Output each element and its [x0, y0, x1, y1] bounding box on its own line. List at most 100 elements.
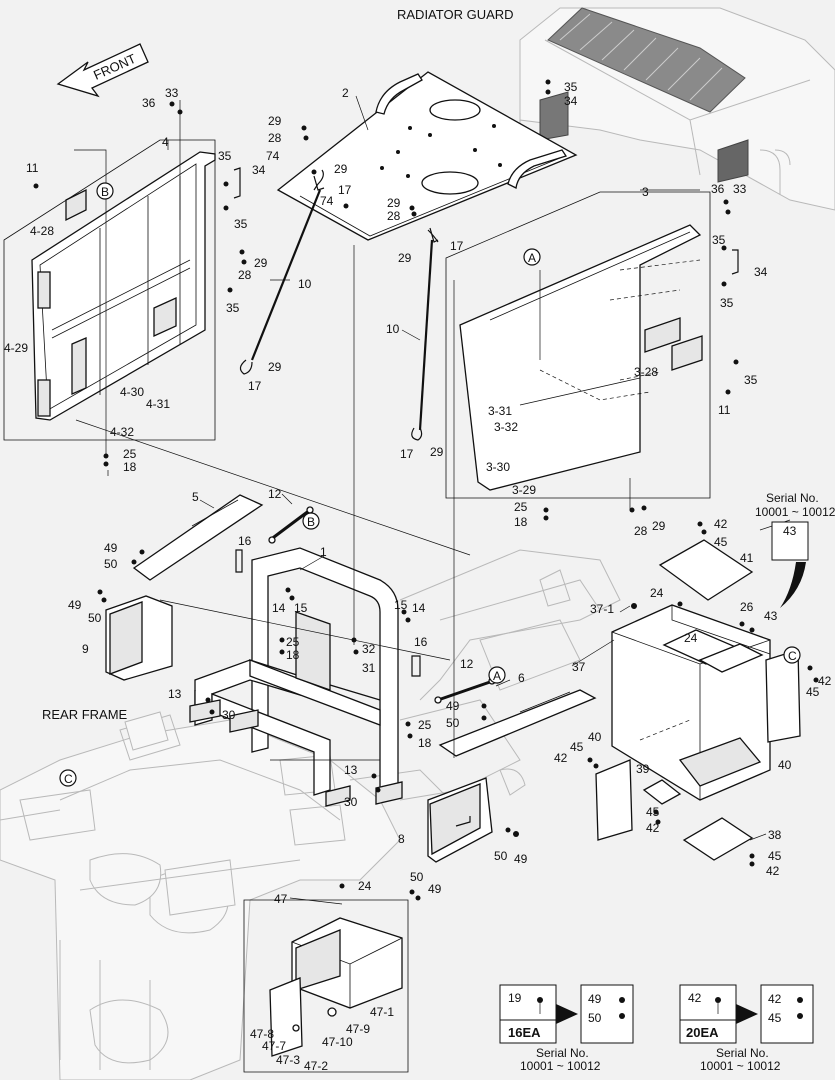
fasteners: [33, 79, 819, 901]
plate-38: [682, 817, 754, 861]
callout-b-mid: B: [302, 512, 320, 530]
label-35: 35: [564, 80, 578, 94]
plate-39: [642, 779, 682, 805]
label-47-3: 47-3: [276, 1053, 300, 1067]
label-25: 25: [286, 635, 300, 649]
label-42: 42: [818, 674, 832, 688]
label-35: 35: [218, 149, 232, 163]
label-47-9: 47-9: [346, 1022, 370, 1036]
label-11: 11: [718, 403, 731, 417]
label-3-28: 3-28: [634, 365, 658, 379]
hook-34-right: [731, 249, 739, 275]
label-50: 50: [104, 557, 118, 571]
label-50: 50: [410, 870, 424, 884]
label-32: 32: [362, 642, 376, 656]
label-49: 49: [104, 541, 118, 555]
sub-42-qty: 20EA: [686, 1025, 719, 1040]
label-26: 26: [740, 600, 754, 614]
label-35: 35: [226, 301, 240, 315]
part-labels: 36 33 4 11 4-28 35 34 35 29 28 35 4-29 4…: [4, 80, 832, 1073]
label-45: 45: [806, 685, 820, 699]
sub-42-from: 42: [688, 991, 702, 1005]
sub-42-to-2: 45: [768, 1011, 782, 1025]
bracket-6: [438, 689, 597, 757]
label-24: 24: [684, 631, 698, 645]
callout-a-mid: A: [488, 666, 506, 684]
label-47-1: 47-1: [370, 1005, 394, 1019]
callout-b-top: B: [96, 182, 114, 200]
label-47-10: 47-10: [322, 1035, 353, 1049]
label-49: 49: [428, 882, 442, 896]
label-10: 10: [386, 322, 400, 336]
label-49: 49: [68, 598, 82, 612]
panel-9: [105, 595, 173, 681]
label-15: 15: [294, 601, 308, 615]
sub-19-qty: 16EA: [508, 1025, 541, 1040]
callout-c-right: C: [783, 646, 801, 664]
radiator-grille: [539, 7, 749, 183]
label-28: 28: [268, 131, 282, 145]
label-36: 36: [711, 182, 725, 196]
label-25: 25: [514, 500, 528, 514]
label-18: 18: [418, 736, 432, 750]
sub-19-serial-line1: Serial No.: [536, 1046, 589, 1060]
label-47-7: 47-7: [262, 1039, 286, 1053]
label-3-31: 3-31: [488, 404, 512, 418]
rear-frame-ghost: [0, 711, 401, 1080]
sub-42-to-1: 42: [768, 992, 782, 1006]
label-34: 34: [564, 94, 578, 108]
hook-17-a: [313, 169, 324, 191]
callout-c-left: C: [59, 769, 77, 787]
label-50: 50: [88, 611, 102, 625]
label-29: 29: [268, 114, 282, 128]
label-42: 42: [714, 517, 728, 531]
label-4-30: 4-30: [120, 385, 144, 399]
label-43: 43: [764, 609, 778, 623]
label-30: 30: [344, 795, 358, 809]
label-24: 24: [358, 879, 372, 893]
label-50: 50: [446, 716, 460, 730]
sub-19-from: 19: [508, 991, 522, 1005]
cover-plate-2: [276, 71, 578, 241]
label-42: 42: [554, 751, 568, 765]
callout-a-mid-label: A: [493, 669, 501, 683]
label-29: 29: [334, 162, 348, 176]
label-50: 50: [494, 849, 508, 863]
label-74: 74: [320, 194, 334, 208]
label-17: 17: [248, 379, 262, 393]
label-29: 29: [387, 196, 401, 210]
label-41: 41: [740, 551, 754, 565]
label-24: 24: [650, 586, 664, 600]
sub-42-serial-line2: 10001 ~ 10012: [700, 1059, 781, 1073]
substitution-box-42: 42 20EA 42 45 Serial No. 10001 ~ 10012: [679, 984, 814, 1073]
plate-41: [658, 539, 754, 601]
label-28: 28: [238, 268, 252, 282]
label-16: 16: [414, 635, 428, 649]
label-28: 28: [634, 524, 648, 538]
label-3-29: 3-29: [512, 483, 536, 497]
callout-b-top-label: B: [101, 185, 109, 199]
label-29: 29: [430, 445, 444, 459]
label-11: 11: [26, 161, 39, 175]
label-40: 40: [588, 730, 602, 744]
label-29: 29: [268, 360, 282, 374]
label-45: 45: [714, 535, 728, 549]
hook-16-b: [411, 655, 421, 677]
label-74: 74: [266, 149, 280, 163]
plate-40-b: [765, 649, 801, 743]
label-42: 42: [766, 864, 780, 878]
label-3-30: 3-30: [486, 460, 510, 474]
label-29: 29: [398, 251, 412, 265]
hook-16-a: [235, 549, 243, 573]
label-1: 1: [320, 545, 327, 559]
plate-40-a: [595, 759, 633, 841]
callout-a-top: A: [523, 248, 541, 266]
callout-c-left-label: C: [64, 772, 73, 786]
serial-note-43-line1: Serial No.: [766, 491, 819, 505]
label-12: 12: [460, 657, 474, 671]
label-29: 29: [254, 256, 268, 270]
label-13: 13: [344, 763, 358, 777]
label-49: 49: [514, 852, 528, 866]
label-6: 6: [518, 671, 525, 685]
label-45: 45: [768, 849, 782, 863]
